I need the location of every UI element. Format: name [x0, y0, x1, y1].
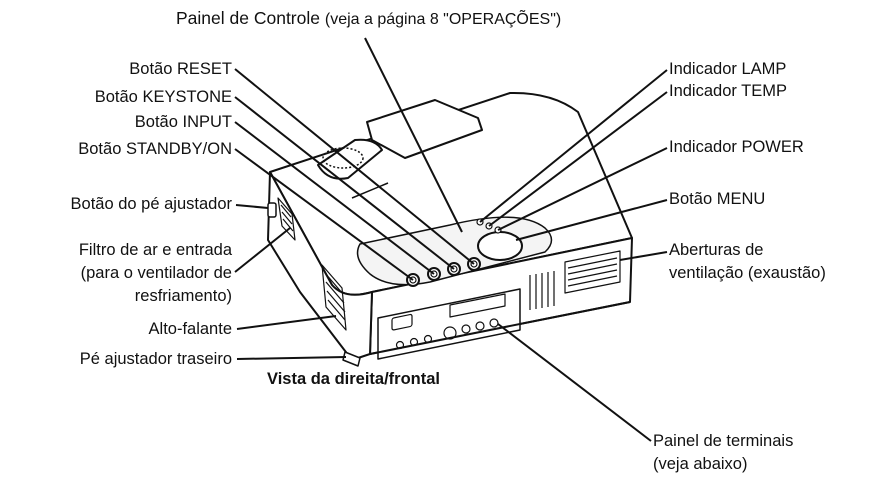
label-power-indicator: Indicador POWER [669, 138, 804, 156]
label-menu-button: Botão MENU [669, 190, 766, 208]
label-air-filter-line1: Filtro de ar e entrada [78, 241, 232, 259]
top-slot [351, 182, 389, 199]
exhaust-vent-grille [529, 250, 621, 310]
lens-ring [322, 147, 364, 169]
leader-lines [234, 37, 668, 442]
label-terminal-panel-line2: (veja abaixo) [653, 455, 748, 473]
projector-side-face [267, 171, 373, 361]
lens-housing [317, 138, 383, 180]
leader-terminal-panel [497, 323, 652, 442]
leader-control-panel [364, 37, 463, 233]
view-caption: Vista da direita/frontal [267, 370, 440, 388]
leader-power [497, 147, 668, 231]
leader-standby [234, 148, 414, 281]
label-keystone-button: Botão KEYSTONE [94, 88, 232, 106]
label-rear-foot: Pé ajustador traseiro [79, 350, 232, 368]
label-vents-line1: Aberturas de [669, 241, 764, 259]
control-panel-title: Painel de Controle (veja a página 8 "OPE… [176, 9, 561, 29]
leader-vents [619, 251, 668, 261]
label-input-button: Botão INPUT [134, 113, 232, 131]
label-foot-adjust-button: Botão do pé ajustador [70, 195, 232, 213]
foot-adjust-button-shape [267, 202, 277, 218]
label-air-filter-line2: (para o ventilador de [80, 264, 232, 282]
menu-button-shape [477, 231, 523, 261]
label-speaker: Alto-falante [148, 320, 232, 338]
leader-reset [234, 68, 475, 265]
terminal-panel-shape [377, 288, 521, 360]
leader-speaker [236, 315, 337, 330]
leader-input [234, 121, 435, 275]
speaker-grille [321, 264, 347, 331]
label-temp-indicator: Indicador TEMP [669, 82, 787, 100]
leader-temp [488, 91, 668, 227]
leader-rear-foot [236, 356, 347, 360]
label-air-filter-line3: resfriamento) [134, 287, 232, 305]
label-lamp-indicator: Indicador LAMP [669, 60, 787, 78]
leader-keystone [234, 96, 455, 270]
top-module [366, 99, 483, 159]
label-standby-button: Botão STANDBY/ON [78, 140, 232, 158]
leader-menu [515, 199, 668, 241]
title-note: (veja a página 8 "OPERAÇÕES") [324, 11, 562, 28]
label-terminal-panel-line1: Painel de terminais [653, 432, 794, 450]
leader-lamp [479, 69, 668, 223]
leader-air-filter [234, 227, 291, 273]
label-reset-button: Botão RESET [129, 60, 232, 78]
leader-foot-button [235, 204, 269, 209]
title-main: Painel de Controle [176, 8, 320, 28]
air-filter-grille [277, 197, 296, 241]
label-vents-line2: ventilação (exaustão) [669, 264, 826, 282]
